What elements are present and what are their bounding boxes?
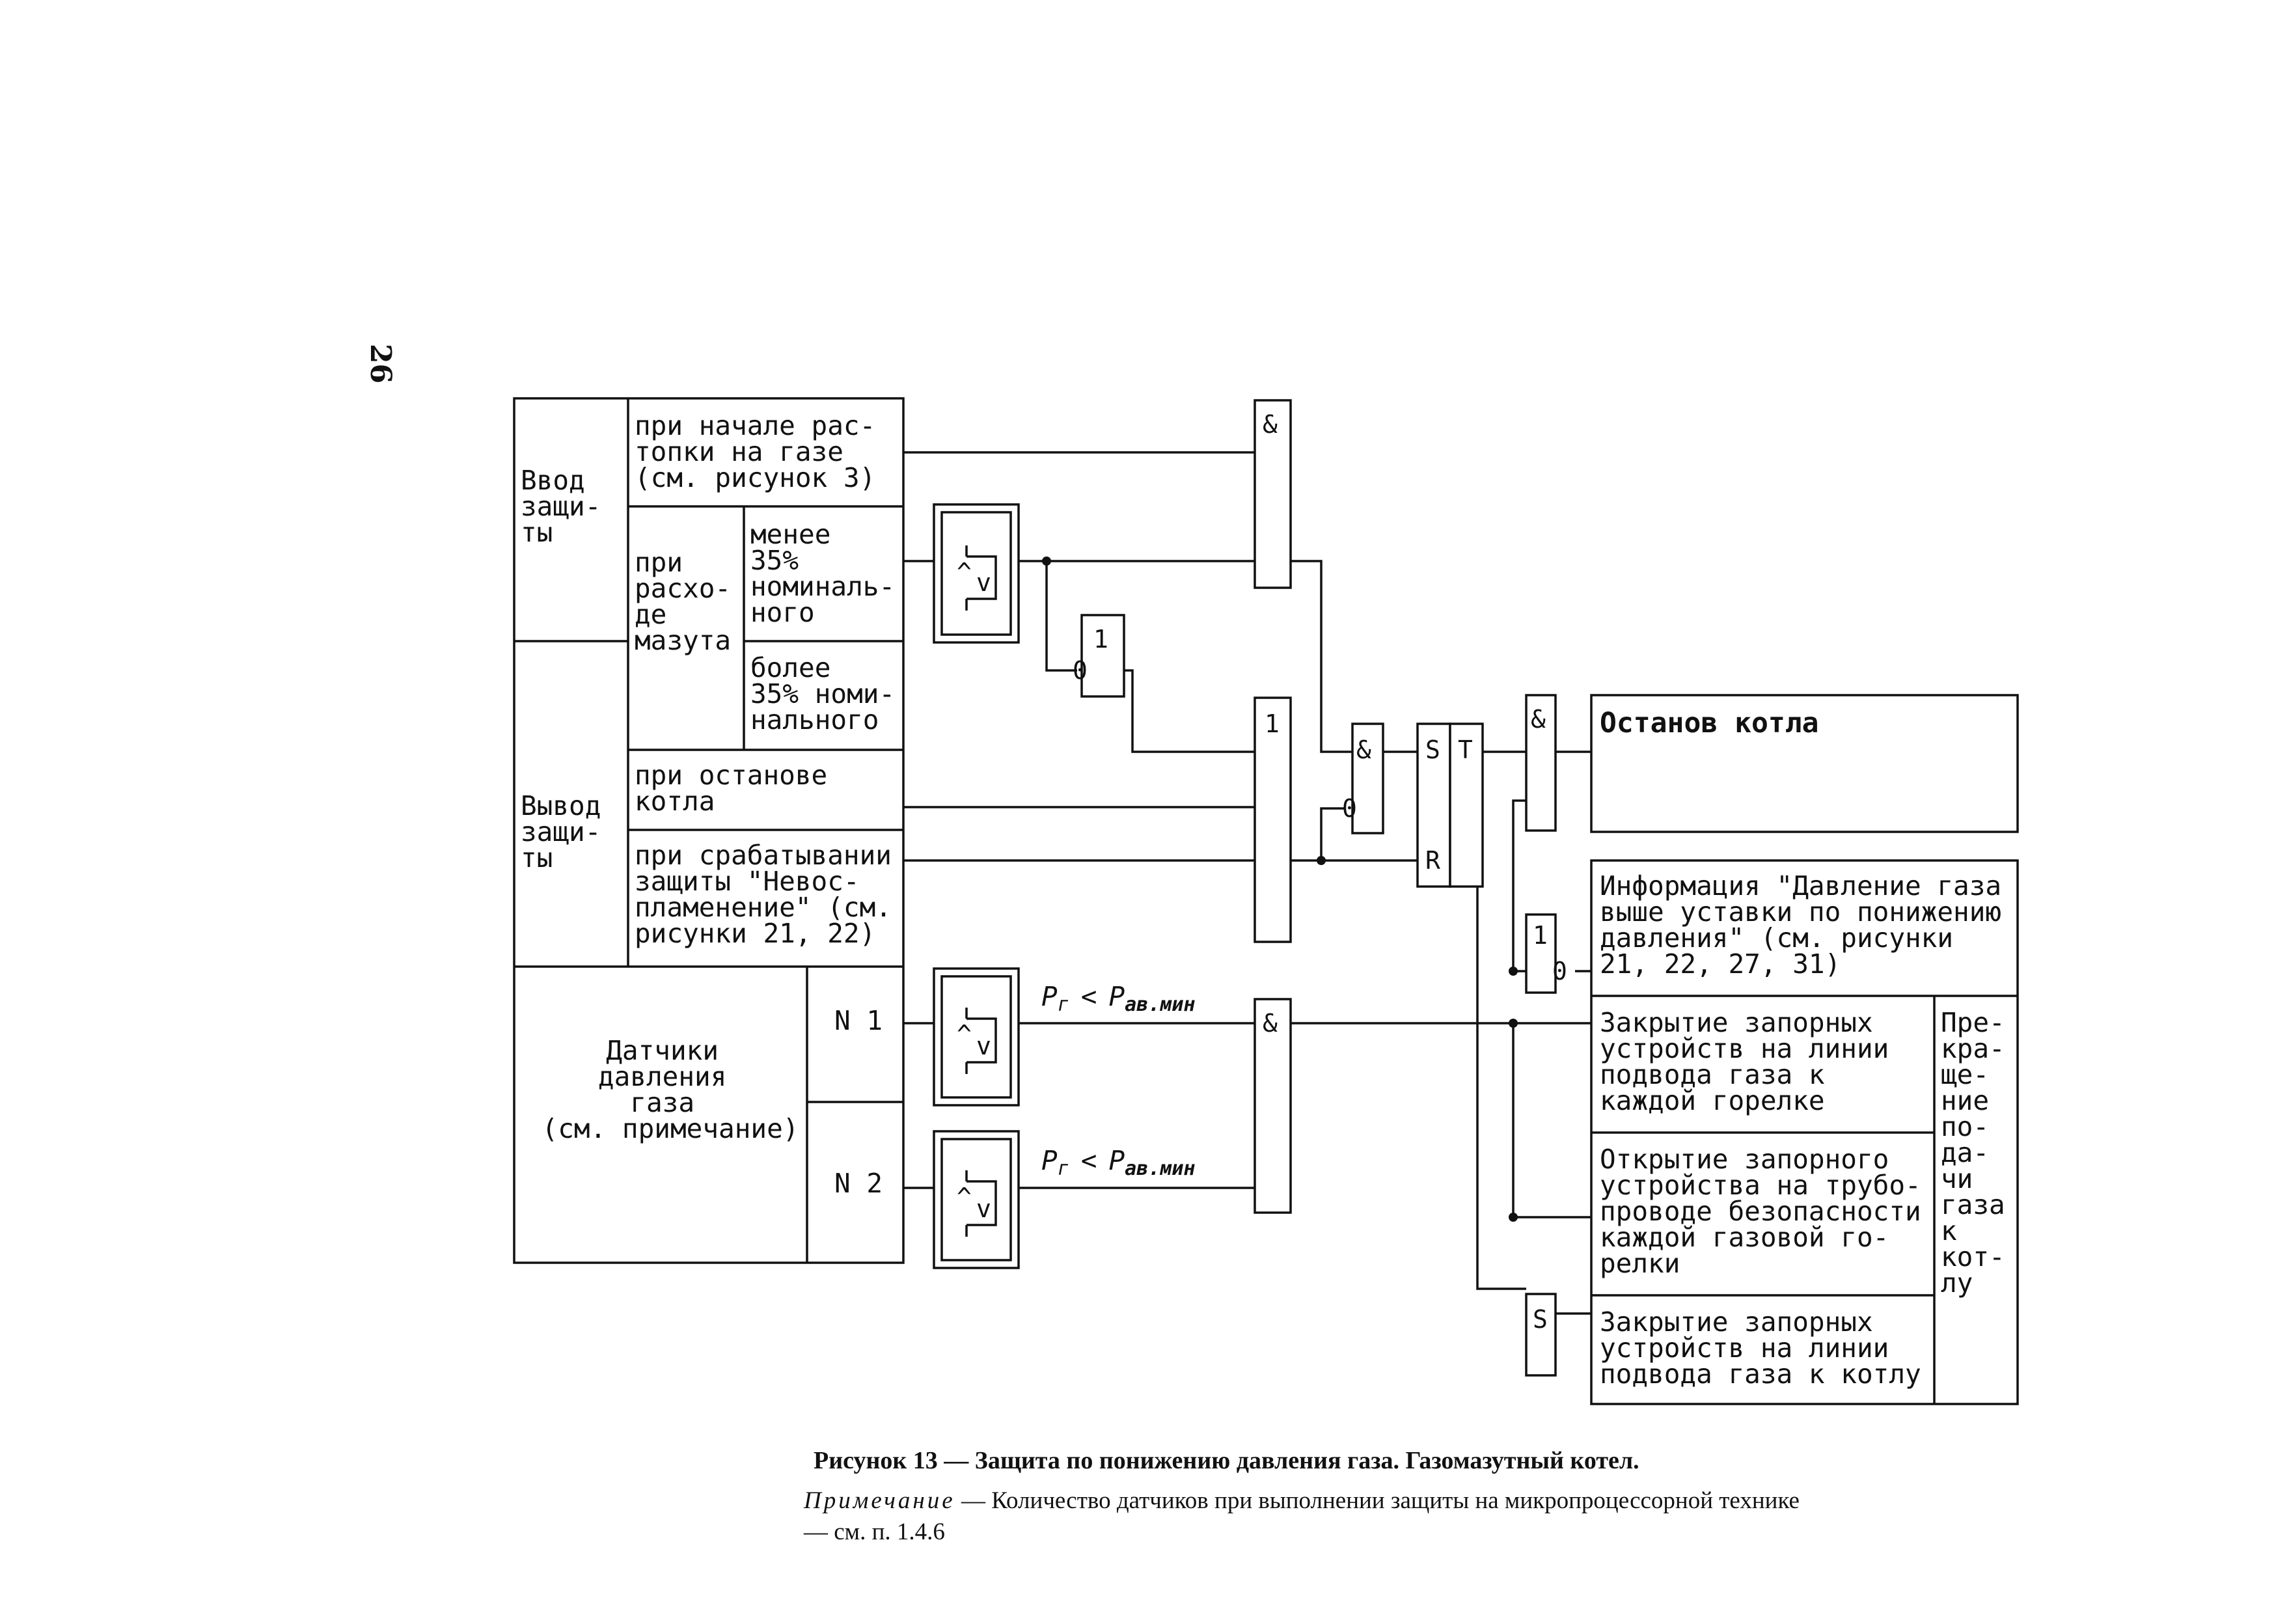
output-table <box>1590 694 2019 1405</box>
svg-text:R: R <box>1425 846 1440 875</box>
inverter-info: 1 0 <box>1525 913 1567 994</box>
svg-text:v: v <box>976 1032 991 1060</box>
svg-text:1: 1 <box>1265 709 1280 738</box>
and-gate-sensors: & <box>1254 998 1292 1214</box>
svg-text:&: & <box>1356 736 1371 764</box>
svg-text:T: T <box>1458 736 1473 764</box>
svg-text:v: v <box>976 568 991 597</box>
fuel-oil-flow-label: при расхо- де мазута <box>635 547 747 656</box>
pressure-condition-2: Pг<Pав.мин <box>1041 1145 1196 1180</box>
note-label: Примечание <box>804 1487 955 1514</box>
svg-text:^: ^ <box>957 558 972 586</box>
junction-dots <box>1042 557 1518 1222</box>
open-safety-pipe-label: Открытие запорного устройства на трубо- … <box>1600 1144 1937 1279</box>
svg-text:S: S <box>1425 736 1440 764</box>
and-gate-enable: & <box>1254 399 1292 589</box>
comparator-sensor-2: ^ v <box>933 1130 1020 1269</box>
more-35-label: более 35% номи- нального <box>750 652 911 736</box>
page-number: 26 <box>364 344 397 383</box>
close-boiler-line-label: Закрытие запорных устройств на линии под… <box>1600 1306 1921 1390</box>
svg-text:v: v <box>976 1194 991 1223</box>
svg-text:1: 1 <box>1533 921 1548 950</box>
set-gate-boiler-line: S <box>1525 1293 1557 1377</box>
disable-protection-label: Вывод защи- ты <box>521 790 617 874</box>
wires <box>903 451 1591 1315</box>
svg-text:&: & <box>1531 705 1546 734</box>
figure-note: Примечание — Количество датчиков при вып… <box>804 1485 1806 1548</box>
svg-text:1: 1 <box>1093 625 1108 654</box>
figure-caption: Рисунок 13 — Защита по понижению давлени… <box>814 1447 1639 1474</box>
svg-text:0: 0 <box>1073 656 1088 685</box>
info-pressure-label: Информация "Давление газа выше уставки п… <box>1600 870 2018 980</box>
and-gate-main: & 0 <box>1342 723 1384 834</box>
on-flame-failure-label: при срабатывании защиты "Невос- пламенен… <box>635 840 908 949</box>
svg-text:0: 0 <box>1342 794 1357 823</box>
note-text: — Количество датчиков при выполнении защ… <box>804 1487 1800 1545</box>
comparator-fuel-oil: ^ v <box>933 503 1020 644</box>
and-gate-output: & <box>1525 694 1557 832</box>
svg-text:&: & <box>1263 410 1278 439</box>
less-35-label: менее 35% номиналь- ного <box>750 519 911 628</box>
svg-text:0: 0 <box>1552 957 1567 985</box>
svg-text:&: & <box>1263 1009 1278 1038</box>
pressure-condition-1: Pг<Pав.мин <box>1041 981 1196 1016</box>
input-table <box>513 397 905 1264</box>
rs-trigger: S R T <box>1416 723 1484 888</box>
on-boiler-stop-label: при останове котла <box>635 760 843 817</box>
svg-text:S: S <box>1533 1305 1548 1334</box>
comparator-sensor-1: ^ v <box>933 967 1020 1107</box>
stop-gas-supply-label: Пре- кра- ще- ние по- да- чи газа к кот-… <box>1941 1007 2021 1299</box>
or-gate-disable: 1 <box>1254 696 1292 943</box>
sensor-2-label: N 2 <box>834 1168 883 1199</box>
svg-text:^: ^ <box>957 1183 972 1211</box>
sensor-1-label: N 1 <box>834 1005 883 1036</box>
inverter-fuel-oil: 1 0 <box>1073 614 1125 698</box>
enable-protection-label: Ввод защи- ты <box>521 465 617 548</box>
boiler-stop-label: Останов котла <box>1600 707 1819 739</box>
close-each-burner-label: Закрытие запорных устройств на линии под… <box>1600 1007 1905 1116</box>
svg-text:^: ^ <box>957 1020 972 1049</box>
gas-pressure-sensors-label: Датчики давления газа (см. примечание) <box>542 1035 799 1144</box>
start-on-gas-label: при начале рас- топки на газе (см. рисун… <box>635 410 892 493</box>
